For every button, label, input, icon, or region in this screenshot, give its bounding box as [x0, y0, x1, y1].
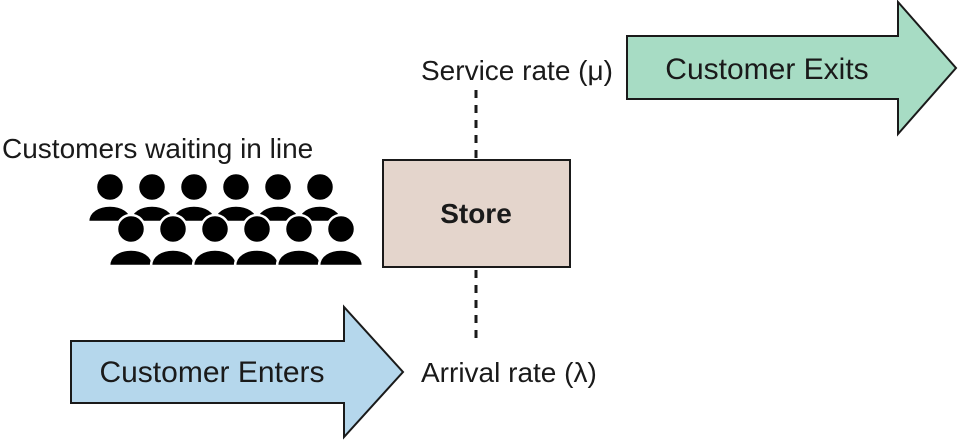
- customer-exits-label: Customer Exits: [665, 53, 868, 86]
- person-icon: [128, 171, 176, 224]
- person-icon: [233, 213, 281, 268]
- customer-enters-label: Customer Enters: [99, 356, 324, 389]
- person-icon: [296, 171, 344, 224]
- store-label: Store: [440, 198, 512, 229]
- customer-enters-arrow-shape: [70, 304, 405, 440]
- person-icon: [212, 171, 260, 224]
- service-rate-label: Service rate (μ): [421, 55, 613, 86]
- person-icon: [254, 171, 302, 224]
- customer-enters-arrow: Customer Enters: [70, 304, 405, 440]
- customers-queue: [86, 171, 365, 268]
- store-box: [382, 159, 571, 268]
- customer-exits-arrow-shape: [626, 0, 958, 137]
- person-icon: [107, 213, 155, 268]
- person-icon: [170, 171, 218, 224]
- person-icon: [317, 213, 365, 268]
- person-icon: [86, 171, 134, 224]
- customer-exits-arrow: Customer Exits: [626, 0, 958, 137]
- person-icon: [275, 213, 323, 268]
- store-node: Store: [382, 159, 571, 268]
- arrival-rate-label: Arrival rate (λ): [421, 357, 597, 388]
- queue-label: Customers waiting in line: [2, 133, 313, 164]
